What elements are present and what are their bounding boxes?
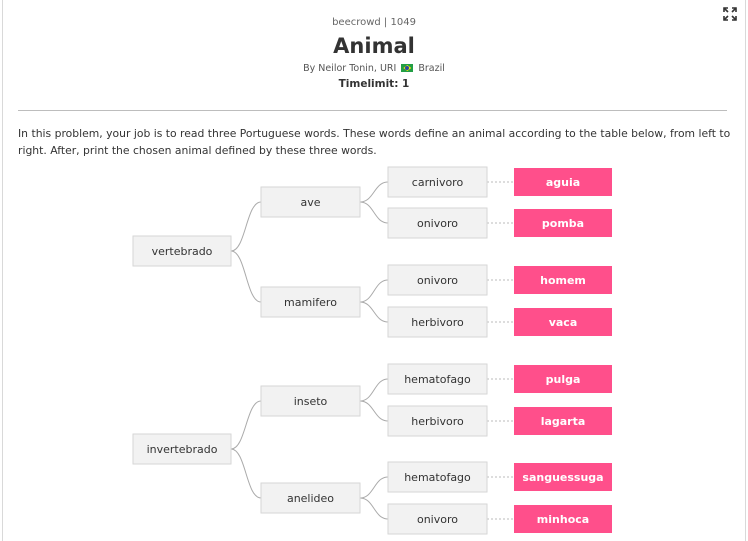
diet-node: hematofago <box>404 373 471 386</box>
animal-label: vaca <box>549 316 578 329</box>
class-node: inseto <box>294 395 328 408</box>
diet-node-box <box>387 264 488 296</box>
animal-label: lagarta <box>541 415 586 428</box>
animal-box <box>514 266 612 294</box>
diet-node: onivoro <box>417 513 458 526</box>
tree-connector <box>359 400 389 422</box>
animal-label: aguia <box>546 176 580 189</box>
class-node-box <box>260 482 361 514</box>
diet-node-box <box>387 306 488 338</box>
timelimit: Timelimit: 1 <box>338 78 410 90</box>
group-node: vertebrado <box>152 245 213 258</box>
animal-label: sanguessuga <box>522 471 603 484</box>
author-country: Brazil <box>418 63 445 74</box>
class-node: mamifero <box>284 296 337 309</box>
class-node: anelideo <box>287 492 334 505</box>
diet-node: onivoro <box>417 274 458 287</box>
diet-node: herbivoro <box>411 316 464 329</box>
animal-box <box>514 365 612 393</box>
group-node-box <box>132 433 232 465</box>
brazil-flag-icon <box>401 64 414 72</box>
diet-node: carnivoro <box>412 176 464 189</box>
problem-header: beecrowd | 1049 Animal By Neilor Tonin, … <box>0 17 748 90</box>
diet-node: hematofago <box>404 471 471 484</box>
tree-connector <box>230 250 262 303</box>
diet-node: onivoro <box>417 217 458 230</box>
problem-source: beecrowd | 1049 <box>332 17 416 28</box>
author-name: By Neilor Tonin, URI <box>303 63 397 74</box>
tree-connector <box>359 378 389 402</box>
diet-node-box <box>387 461 488 493</box>
diet-node-box <box>387 207 488 239</box>
animal-label: minhoca <box>537 513 589 526</box>
diet-node-box <box>387 405 488 437</box>
problem-description: In this problem, your job is to read thr… <box>18 127 731 157</box>
animal-box <box>514 168 612 196</box>
group-node-box <box>132 235 232 267</box>
problem-title: Animal <box>333 34 415 58</box>
tree-connector <box>230 448 262 499</box>
class-node-box <box>260 385 361 417</box>
group-node: invertebrado <box>147 443 218 456</box>
diet-node-box <box>387 363 488 395</box>
animal-box <box>514 407 612 435</box>
divider <box>18 110 727 111</box>
class-node: ave <box>300 196 320 209</box>
diet-node: herbivoro <box>411 415 464 428</box>
tree-connector <box>359 279 389 303</box>
animal-box <box>514 209 612 237</box>
tree-connector <box>359 301 389 323</box>
animal-box <box>514 463 612 491</box>
expand-icon[interactable] <box>722 6 738 22</box>
tree-connector <box>359 497 389 520</box>
diet-node-box <box>387 503 488 535</box>
animal-box <box>514 505 612 533</box>
animal-label: pulga <box>546 373 581 386</box>
diet-node-box <box>387 166 488 198</box>
author-line: By Neilor Tonin, URI Brazil <box>0 63 748 74</box>
tree-connector <box>359 181 389 203</box>
animal-label: pomba <box>542 217 584 230</box>
animal-box <box>514 308 612 336</box>
tree-connector <box>230 201 262 252</box>
animal-label: homem <box>540 274 586 287</box>
class-node-box <box>260 286 361 318</box>
class-node-box <box>260 186 361 218</box>
tree-connector <box>359 201 389 224</box>
tree-connector <box>359 476 389 499</box>
tree-connector <box>230 400 262 450</box>
